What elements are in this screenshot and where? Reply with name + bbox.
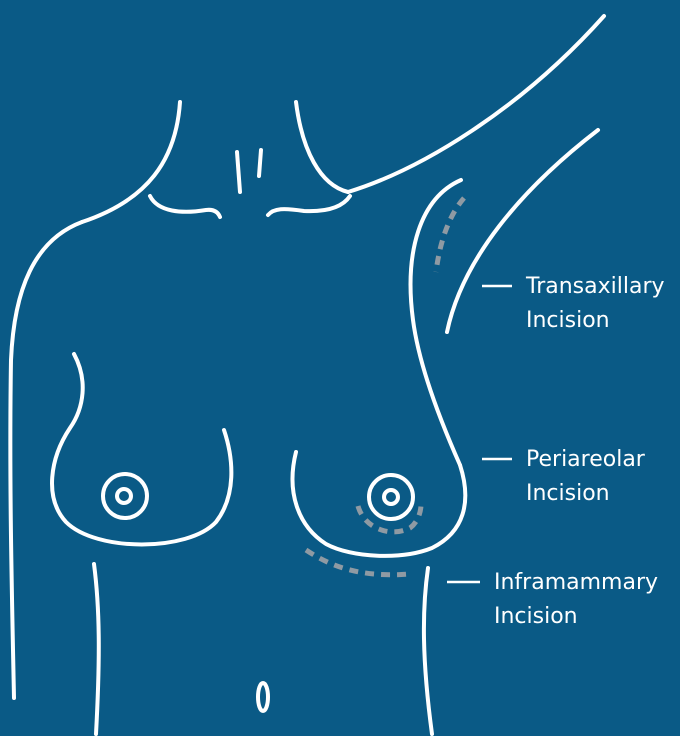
right-areola [369,475,413,519]
periareolar-label-line2: Incision [526,477,645,511]
navel [258,683,268,711]
right-nipple [384,490,398,504]
collarbone-left [150,196,220,217]
inframammary-label-line2: Incision [494,600,658,634]
transaxillary-label-line1: Transaxillary [526,270,665,304]
left-waist-line [94,564,99,734]
left-shoulder-side [10,222,82,698]
raised-arm-upper [348,16,604,192]
right-waist-line [424,568,432,734]
collarbone-right [268,196,350,215]
inframammary-label-line1: Inframammary [494,566,658,600]
right-armpit-curve [411,180,461,465]
transaxillary-label-line2: Incision [526,304,665,338]
left-areola [103,474,147,518]
left-breast-outline [52,354,231,545]
transaxillary-incision-label: Transaxillary Incision [526,270,665,338]
left-nipple [117,489,131,503]
neck-right-line [296,102,348,192]
periareolar-label-line1: Periareolar [526,443,645,477]
transaxillary-incision-mark [436,198,464,272]
inframammary-incision-label: Inframammary Incision [494,566,658,634]
neck-left-line [82,102,180,222]
right-breast-outline [293,452,466,556]
throat-line-left [237,152,240,192]
periareolar-incision-label: Periareolar Incision [526,443,645,511]
throat-line-right [259,150,261,176]
